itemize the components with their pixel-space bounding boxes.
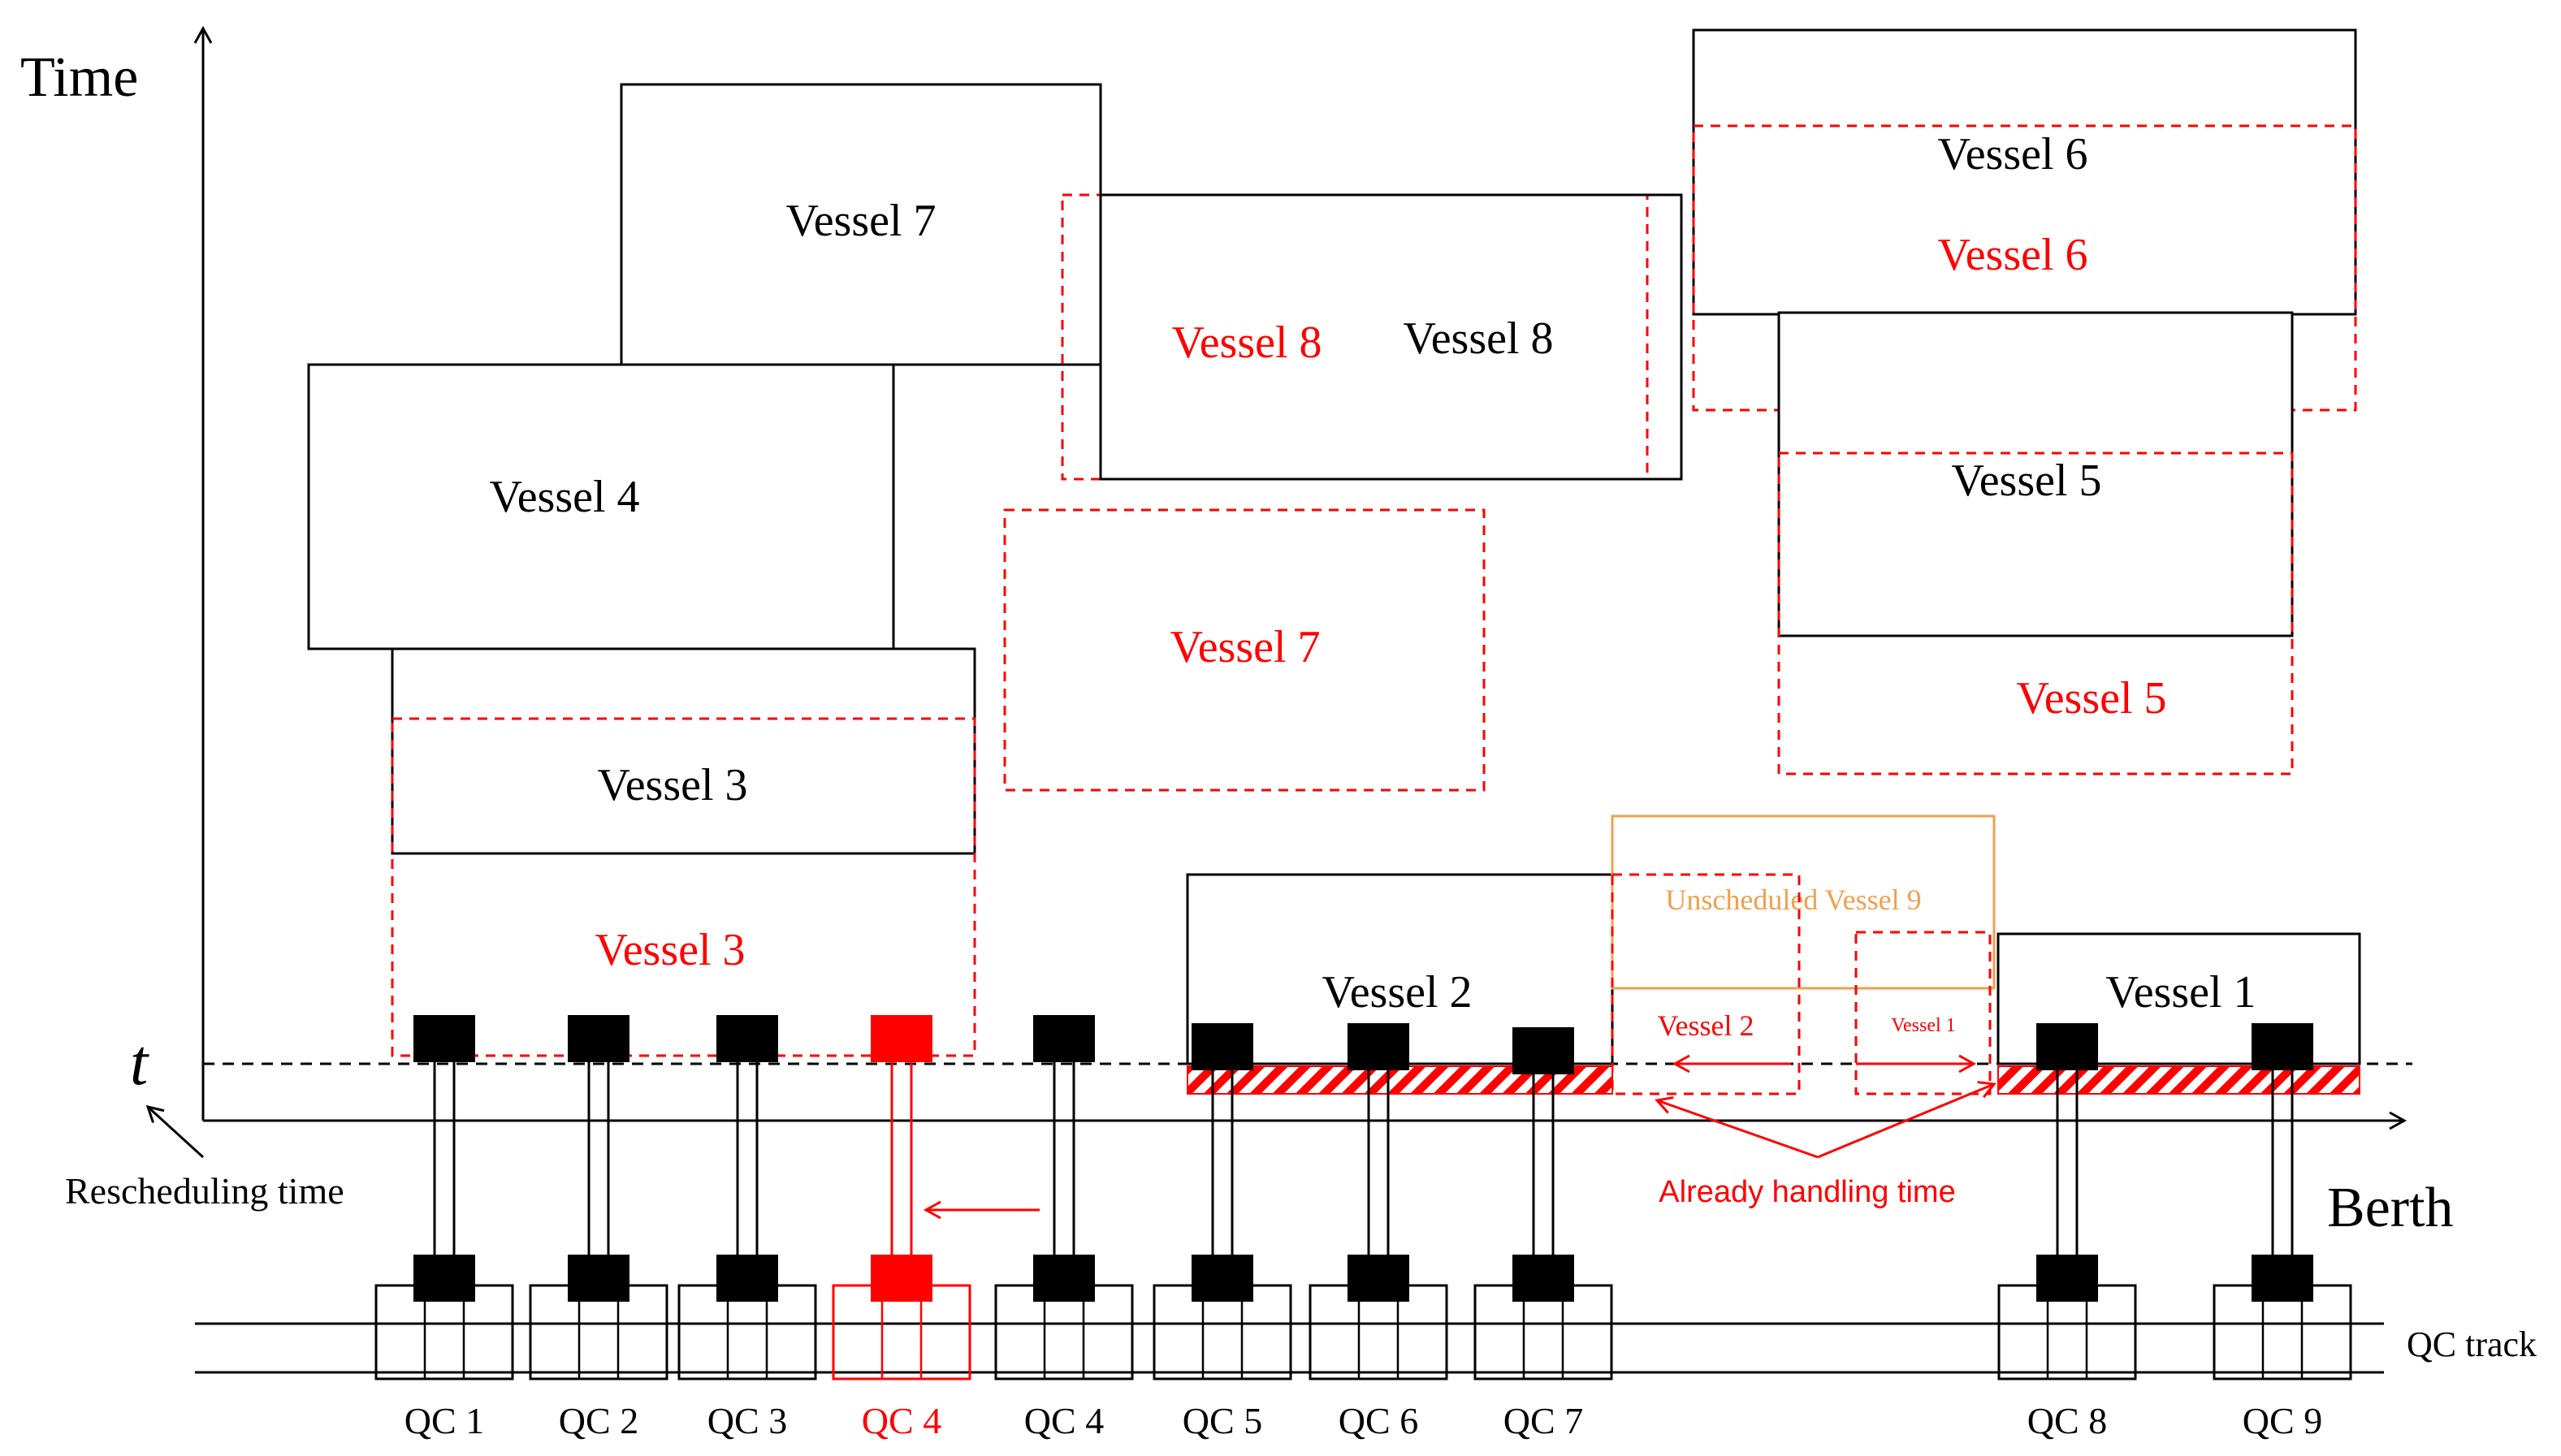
crane-label: QC 7 [1503, 1400, 1583, 1441]
vessel-1-rescheduled-label: Vessel 1 [1891, 1015, 1955, 1036]
time-axis-label: Time [20, 46, 138, 109]
crane-base-frame [2213, 1284, 2352, 1380]
vessel-1-original-box [1996, 932, 2361, 1065]
berth-axis-label: Berth [2327, 1177, 2454, 1239]
already-handling-pointer-left [1655, 1096, 1819, 1159]
vessel-5-original-label: Vessel 5 [1951, 456, 2101, 506]
vessel-6-rescheduled-label: Vessel 6 [1937, 230, 2087, 280]
crane-bottom-block [1033, 1255, 1095, 1302]
crane-label: QC 1 [404, 1400, 484, 1441]
crane-bottom-block [413, 1255, 475, 1302]
vessel-5-rescheduled-box [1777, 451, 2294, 776]
quay-crane-3: QC 3 [677, 1015, 817, 1441]
crane-base-frame [1153, 1284, 1292, 1380]
vessel-1-original-label: Vessel 1 [2105, 967, 2256, 1017]
vessel-3-rescheduled-label: Vessel 3 [595, 925, 745, 975]
crane-bottom-block [716, 1255, 778, 1302]
quay-crane-8: QC 7 [1473, 1027, 1613, 1441]
vessel-4-original-label: Vessel 4 [489, 472, 639, 522]
vessel-6-original-label: Vessel 6 [1937, 129, 2087, 179]
quay-crane-1: QC 1 [374, 1015, 514, 1441]
crane-base-frame [529, 1284, 668, 1380]
crane-top-block [716, 1015, 778, 1062]
quay-crane-9: QC 8 [1997, 1023, 2137, 1441]
quay-crane-6: QC 5 [1153, 1023, 1292, 1441]
crane-top-block [871, 1015, 932, 1062]
vessel-5-rescheduled-label: Vessel 5 [2016, 673, 2166, 724]
crane-label: QC 4 [1024, 1400, 1104, 1441]
crane-bottom-block [1512, 1255, 1574, 1302]
crane-label: QC 9 [2243, 1400, 2322, 1441]
crane-bottom-block [871, 1255, 932, 1302]
vessel-8-original-label: Vessel 8 [1403, 313, 1553, 364]
vessel-7-rescheduled-box [1003, 508, 1486, 792]
crane-top-block [1348, 1023, 1409, 1070]
vessel-7-original-label: Vessel 7 [785, 196, 936, 246]
vessel-7-rescheduled-label: Vessel 7 [1170, 622, 1320, 672]
crane-top-block [1033, 1015, 1095, 1062]
crane-bottom-block [2252, 1255, 2313, 1302]
crane-label: QC 8 [2027, 1400, 2107, 1441]
crane-bottom-block [1192, 1255, 1253, 1302]
crane-base-frame [1473, 1284, 1613, 1380]
vessel-3-original-label: Vessel 3 [597, 760, 747, 810]
crane-bottom-block [568, 1255, 629, 1302]
vessel-8-rescheduled-box [1061, 193, 1649, 481]
vessel-2-rescheduled-box [1611, 873, 1801, 1095]
quay-crane-4: QC 4 [832, 1015, 971, 1441]
t-label: t [130, 1027, 149, 1099]
quay-crane-5: QC 4 [994, 1015, 1134, 1441]
already-handling-pointer-right [1817, 1081, 1996, 1159]
vessel-3-original-box [391, 647, 976, 855]
vessel-6-rescheduled-box [1692, 124, 2357, 412]
crane-base-frame [1309, 1284, 1448, 1380]
vessel-8-original-box [1099, 193, 1683, 481]
crane-label: QC 4 [862, 1400, 941, 1441]
crane-label: QC 5 [1183, 1400, 1262, 1441]
vessel-2-rescheduled-label: Vessel 2 [1658, 1009, 1754, 1042]
crane-base-frame [374, 1284, 514, 1380]
vessel-4-original-box [307, 363, 895, 650]
crane-base-frame [1997, 1284, 2137, 1380]
crane-top-block [1192, 1023, 1253, 1070]
crane-base-frame [677, 1284, 817, 1380]
crane-top-block [413, 1015, 475, 1062]
crane-bottom-block [1348, 1255, 1409, 1302]
crane-top-block [1512, 1027, 1574, 1074]
vessel-9-unscheduled-label: Unscheduled Vessel 9 [1665, 884, 1921, 916]
vessel-3-rescheduled-box [391, 717, 976, 1057]
crane-top-block [2036, 1023, 2098, 1070]
crane-label: QC 6 [1339, 1400, 1418, 1441]
vessel-2-original-label: Vessel 2 [1322, 967, 1472, 1017]
rescheduling-pointer-arrow [145, 1104, 205, 1159]
crane-label: QC 2 [559, 1400, 638, 1441]
crane-top-block [568, 1015, 629, 1062]
crane-label: QC 3 [707, 1400, 787, 1441]
quay-cranes: QC 1 QC 2 QC 3 QC 4 QC 4 QC 5 QC 6 QC 7 QC 8 QC 9 [374, 1015, 2352, 1441]
vessel-1-rescheduled-box [1854, 931, 1992, 1095]
vessel-5-original-box [1777, 311, 2294, 637]
quay-crane-2: QC 2 [529, 1015, 668, 1441]
crane-base-frame [832, 1284, 971, 1380]
qc-track-label: QC track [2407, 1324, 2537, 1364]
quay-crane-7: QC 6 [1309, 1023, 1448, 1441]
crane-bottom-block [2036, 1255, 2098, 1302]
crane-base-frame [994, 1284, 1134, 1380]
quay-crane-10: QC 9 [2213, 1023, 2352, 1441]
already-handling-bar-vessel-1 [1997, 1065, 2360, 1095]
vessel-8-rescheduled-label: Vessel 8 [1171, 318, 1322, 368]
crane-top-block [2252, 1023, 2313, 1070]
already-handling-label: Already handling time [1659, 1175, 1955, 1209]
vessel-7-original-box [620, 83, 1102, 366]
rescheduling-time-label: Rescheduling time [65, 1170, 344, 1212]
